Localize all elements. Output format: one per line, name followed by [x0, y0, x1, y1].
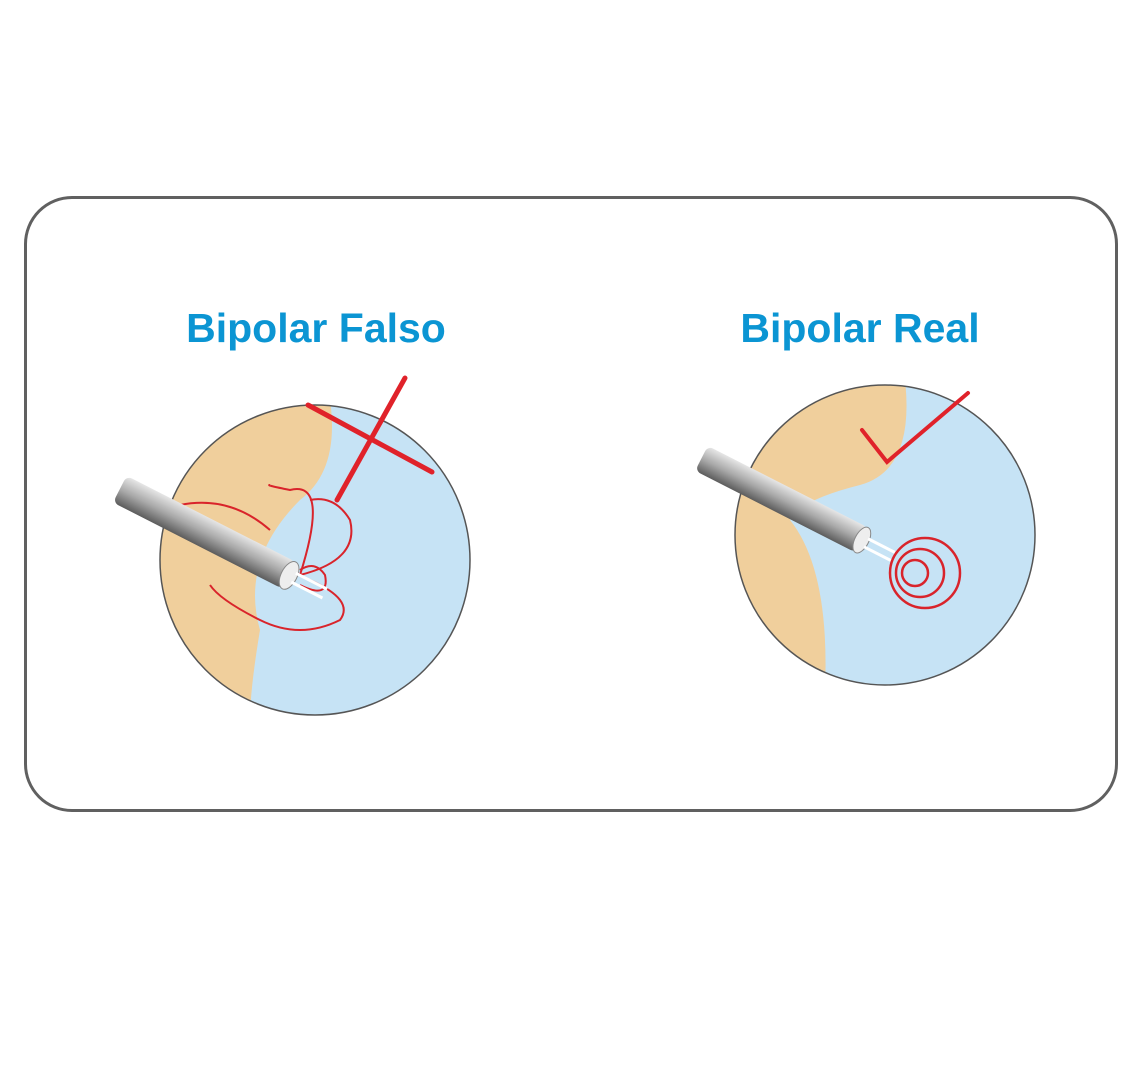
- probe-icon: [697, 447, 896, 562]
- diagram-frame: [24, 196, 1118, 812]
- cross-icon: [305, 375, 435, 503]
- title-bipolar-real: Bipolar Real: [740, 305, 980, 351]
- check-icon: [860, 391, 970, 465]
- false-bipolar-illustration: [115, 375, 471, 716]
- probe-icon: [115, 477, 328, 600]
- title-bipolar-falso: Bipolar Falso: [186, 305, 446, 351]
- true-bipolar-illustration: [697, 384, 1036, 686]
